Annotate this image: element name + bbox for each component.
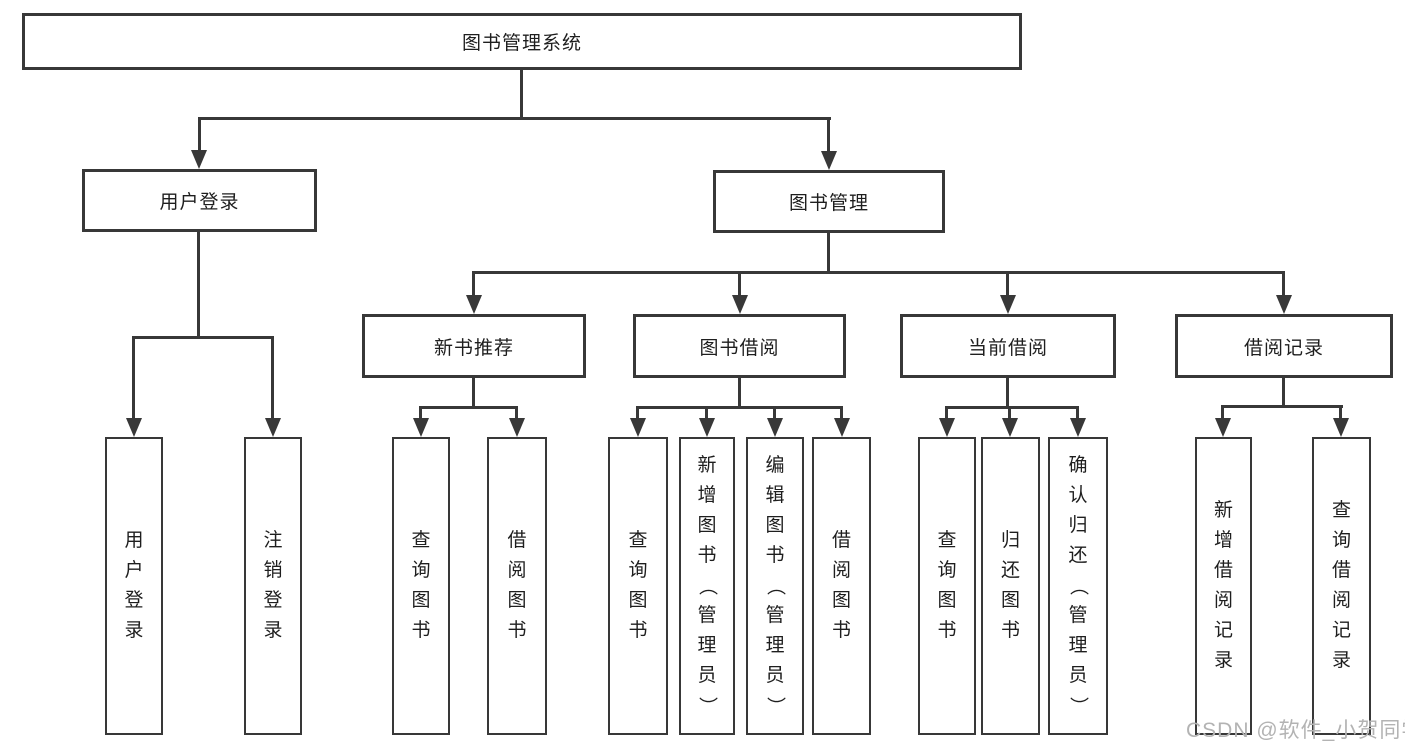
node-current-borrowing: 当前借阅 bbox=[900, 314, 1116, 378]
edge-leaf-drop bbox=[1221, 405, 1224, 421]
node-label: 查询图书 bbox=[411, 530, 431, 641]
edge-leaf-drop bbox=[419, 406, 422, 421]
edge-book-borrow-bus bbox=[636, 406, 843, 409]
edge-level3-bus bbox=[472, 271, 1285, 274]
node-bb-query-books: 查询图书 bbox=[608, 437, 668, 735]
node-label: 图书管理系统 bbox=[461, 33, 582, 54]
arrowhead-leaf bbox=[1070, 418, 1086, 437]
node-book-borrowing: 图书借阅 bbox=[633, 314, 846, 378]
edge-current-borrow-stem bbox=[1006, 378, 1009, 409]
edge-to-book-mgmt bbox=[827, 117, 830, 154]
arrowhead-leaf bbox=[509, 418, 525, 437]
arrowhead-leaf bbox=[413, 418, 429, 437]
edge-root-stem bbox=[520, 69, 523, 120]
edge-level2-bus bbox=[198, 117, 831, 120]
arrowhead-leaf bbox=[1215, 418, 1231, 437]
edge-to-login-leaf bbox=[132, 336, 135, 421]
node-borrowing-records: 借阅记录 bbox=[1175, 314, 1393, 378]
node-cb-query-books: 查询图书 bbox=[918, 437, 976, 735]
edge-leaf-drop bbox=[1339, 405, 1342, 421]
node-label: 编辑图书（管理员） bbox=[764, 455, 786, 716]
edge-borrow-record-stem bbox=[1282, 378, 1285, 408]
arrowhead-leaf bbox=[939, 418, 955, 437]
node-user-login-leaf: 用户登录 bbox=[105, 437, 163, 735]
node-new-book-recommendation: 新书推荐 bbox=[362, 314, 586, 378]
edge-to-borrow-record bbox=[1282, 271, 1285, 299]
edge-user-login-stem bbox=[197, 232, 200, 339]
node-label: 借阅记录 bbox=[1243, 337, 1324, 359]
arrowhead-current-borrow bbox=[1000, 295, 1016, 314]
edge-new-book-stem bbox=[472, 378, 475, 409]
node-label: 注销登录 bbox=[263, 530, 283, 641]
node-book-management-system: 图书管理系统 bbox=[22, 13, 1022, 70]
edge-to-new-book bbox=[472, 271, 475, 299]
node-cb-confirm-return-admin: 确认归还（管理员） bbox=[1048, 437, 1108, 735]
node-label: 查询借阅记录 bbox=[1331, 500, 1351, 671]
node-label: 图书管理 bbox=[788, 193, 869, 214]
node-cb-return-books: 归还图书 bbox=[981, 437, 1040, 735]
edge-current-borrow-bus bbox=[945, 406, 1079, 409]
edge-to-user-login bbox=[198, 117, 201, 154]
node-bb-borrow-books: 借阅图书 bbox=[812, 437, 871, 735]
node-label: 借阅图书 bbox=[507, 530, 527, 641]
node-label: 确认归还（管理员） bbox=[1067, 455, 1089, 716]
edge-leaf-drop bbox=[1076, 406, 1079, 421]
node-label: 当前借阅 bbox=[967, 337, 1048, 359]
arrowhead-new-book bbox=[466, 295, 482, 314]
node-br-add-record: 新增借阅记录 bbox=[1195, 437, 1252, 735]
arrowhead-book-mgmt bbox=[821, 151, 837, 170]
node-br-query-record: 查询借阅记录 bbox=[1312, 437, 1371, 735]
node-nb-query-books: 查询图书 bbox=[392, 437, 450, 735]
arrowhead-leaf bbox=[699, 418, 715, 437]
node-label: 图书借阅 bbox=[699, 337, 780, 359]
node-label: 新增图书（管理员） bbox=[696, 455, 718, 716]
arrowhead-borrow-record bbox=[1276, 295, 1292, 314]
edge-to-logout-leaf bbox=[271, 336, 274, 421]
node-book-management: 图书管理 bbox=[713, 170, 945, 233]
node-label: 借阅图书 bbox=[831, 530, 851, 641]
edge-leaf-drop bbox=[945, 406, 948, 421]
node-logout-leaf: 注销登录 bbox=[244, 437, 302, 735]
node-nb-borrow-books: 借阅图书 bbox=[487, 437, 547, 735]
edge-borrow-record-bus bbox=[1221, 405, 1343, 408]
edge-user-login-bus bbox=[132, 336, 274, 339]
arrowhead-user-login bbox=[191, 150, 207, 169]
arrowhead-login-leaf bbox=[126, 418, 142, 437]
edge-leaf-drop bbox=[515, 406, 518, 421]
node-label: 新书推荐 bbox=[433, 337, 514, 359]
node-user-login: 用户登录 bbox=[82, 169, 317, 232]
edge-new-book-bus bbox=[419, 406, 518, 409]
edge-leaf-drop bbox=[773, 406, 776, 421]
arrowhead-leaf bbox=[767, 418, 783, 437]
arrowhead-leaf bbox=[630, 418, 646, 437]
edge-leaf-drop bbox=[636, 406, 639, 421]
arrowhead-logout-leaf bbox=[265, 418, 281, 437]
arrowhead-leaf bbox=[834, 418, 850, 437]
edge-leaf-drop bbox=[840, 406, 843, 421]
edge-to-book-borrow bbox=[738, 271, 741, 299]
edge-to-current-borrow bbox=[1006, 271, 1009, 299]
node-label: 用户登录 bbox=[124, 530, 144, 641]
csdn-watermark: CSDN @软件_小贺同学 bbox=[1186, 719, 1405, 742]
node-label: 归还图书 bbox=[1000, 530, 1020, 641]
node-bb-edit-books-admin: 编辑图书（管理员） bbox=[746, 437, 804, 735]
edge-leaf-drop bbox=[705, 406, 708, 421]
edge-leaf-drop bbox=[1008, 406, 1011, 421]
node-bb-add-books-admin: 新增图书（管理员） bbox=[679, 437, 735, 735]
arrowhead-leaf bbox=[1333, 418, 1349, 437]
edge-book-mgmt-stem bbox=[827, 233, 830, 274]
node-label: 新增借阅记录 bbox=[1213, 500, 1233, 671]
edge-book-borrow-stem bbox=[738, 378, 741, 409]
node-label: 查询图书 bbox=[628, 530, 648, 641]
arrowhead-leaf bbox=[1002, 418, 1018, 437]
node-label: 查询图书 bbox=[937, 530, 957, 641]
node-label: 用户登录 bbox=[159, 192, 240, 213]
arrowhead-book-borrow bbox=[732, 295, 748, 314]
